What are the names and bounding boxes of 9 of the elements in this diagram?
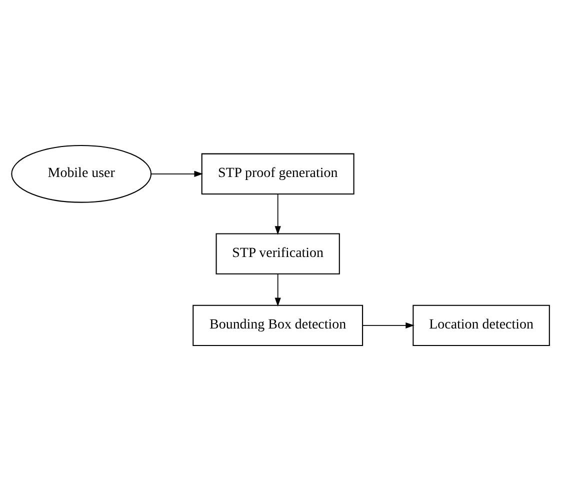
- arrow: [150, 170, 203, 177]
- node-box: Location detection: [412, 304, 550, 346]
- arrow: [274, 194, 281, 235]
- node-box: Bounding Box detection: [192, 304, 364, 346]
- node-box: STP proof generation: [201, 153, 354, 194]
- arrow: [362, 322, 414, 328]
- node-box: STP verification: [216, 233, 340, 274]
- node-ellipse: Mobile user: [11, 144, 152, 203]
- arrow: [274, 274, 281, 307]
